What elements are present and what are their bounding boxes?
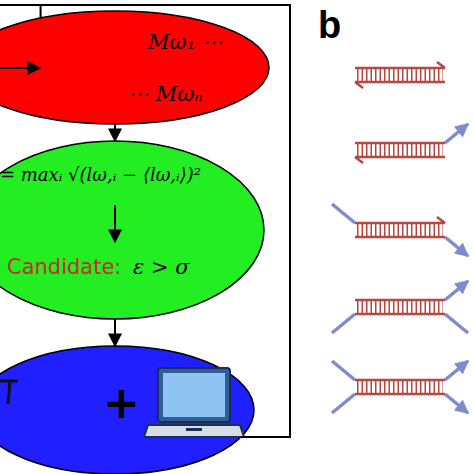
evaluation-ellipse: +: [0, 345, 255, 474]
overhang-strand: [332, 204, 355, 223]
strands: [355, 380, 445, 394]
overhang-strand: [445, 124, 468, 143]
duplex-1: [355, 62, 445, 88]
process-ellipse: Mω₁ ⋯ ⋯ Mωₙ: [0, 10, 270, 125]
node-text: ε > σ: [133, 257, 190, 278]
strands: [355, 300, 445, 314]
base-pairs: [357, 144, 443, 157]
duplex-3: [332, 204, 468, 256]
overhang-strand: [332, 361, 355, 380]
overhang-strand: [445, 281, 468, 300]
flow-connector: [114, 124, 116, 141]
base-pairs: [357, 69, 443, 82]
overhang-strand: [332, 314, 355, 333]
duplex-5: [332, 361, 468, 413]
base-pairs: [357, 224, 443, 237]
overhang-strand: [445, 361, 468, 380]
duplex-2: [355, 124, 468, 163]
overhang-strand: [445, 314, 468, 333]
strands: [355, 143, 445, 163]
frame-line: [0, 4, 41, 6]
node-text: = maxᵢ √(lω,ᵢ − ⟨lω,ᵢ⟩)²: [0, 166, 201, 184]
ellipse-shape: [0, 11, 269, 124]
base-pairs: [357, 381, 443, 394]
node-text: ⋯ Mωₙ: [128, 84, 203, 105]
base-pairs: [357, 301, 443, 314]
overhang-strand: [445, 237, 468, 256]
overhang-strand: [332, 394, 355, 413]
panel-label: b: [318, 6, 341, 44]
strands: [355, 62, 445, 88]
criterion-ellipse: = maxᵢ √(lω,ᵢ − ⟨lω,ᵢ⟩)² Candidate: ε > σ: [0, 140, 265, 320]
node-text: Mω₁ ⋯: [148, 32, 223, 53]
ellipse-shape: [0, 346, 254, 474]
ellipse-outline: [0, 10, 270, 125]
overhang-strand: [445, 394, 468, 413]
duplex-4: [332, 281, 468, 333]
ellipse-shape: [0, 141, 264, 319]
node-text: Candidate:: [7, 257, 121, 278]
flow-connector: [114, 319, 116, 346]
node-text: +: [103, 381, 140, 425]
strands: [355, 217, 445, 237]
